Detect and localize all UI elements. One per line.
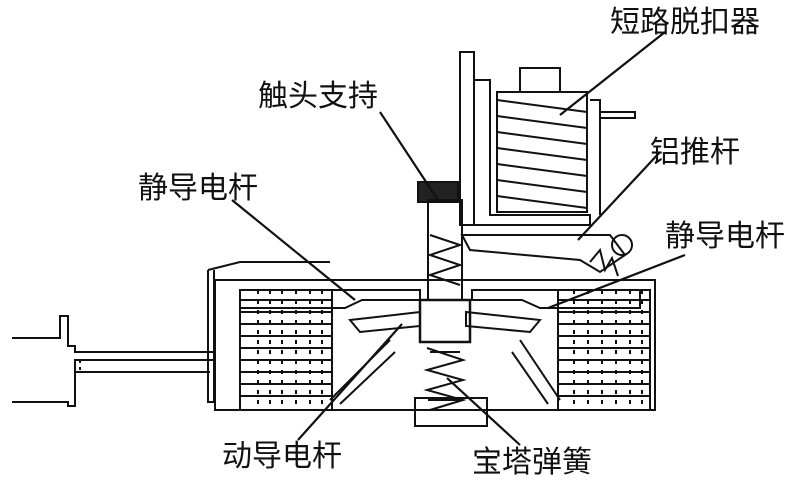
- contact-block: [418, 298, 472, 344]
- contact-support-post: [417, 181, 464, 301]
- label-aluminum-push-rod: 铝推杆: [650, 135, 740, 170]
- aluminum-push-rod: [460, 234, 633, 277]
- moving-conductor: [348, 310, 421, 334]
- label-short-circuit-release: 短路脱扣器: [610, 5, 760, 40]
- label-conical-spring: 宝塔弹簧: [472, 445, 592, 480]
- release-frame: [459, 51, 601, 226]
- base-foot: [414, 397, 488, 427]
- left-terminal-lead: [12, 261, 330, 407]
- conical-spring: [423, 347, 467, 411]
- left-static-conductor: [239, 289, 421, 309]
- leader-lines: [231, 31, 686, 446]
- label-static-conductor-right: 静导电杆: [665, 219, 785, 254]
- right-static-conductor: [471, 289, 641, 309]
- label-contact-support: 触头支持: [258, 79, 378, 114]
- left-arc-chute: [239, 289, 333, 411]
- solenoid-coil: [496, 67, 636, 213]
- label-static-conductor-left: 静导电杆: [138, 171, 258, 206]
- label-moving-conductor: 动导电杆: [222, 439, 342, 474]
- base-housing: [214, 279, 656, 411]
